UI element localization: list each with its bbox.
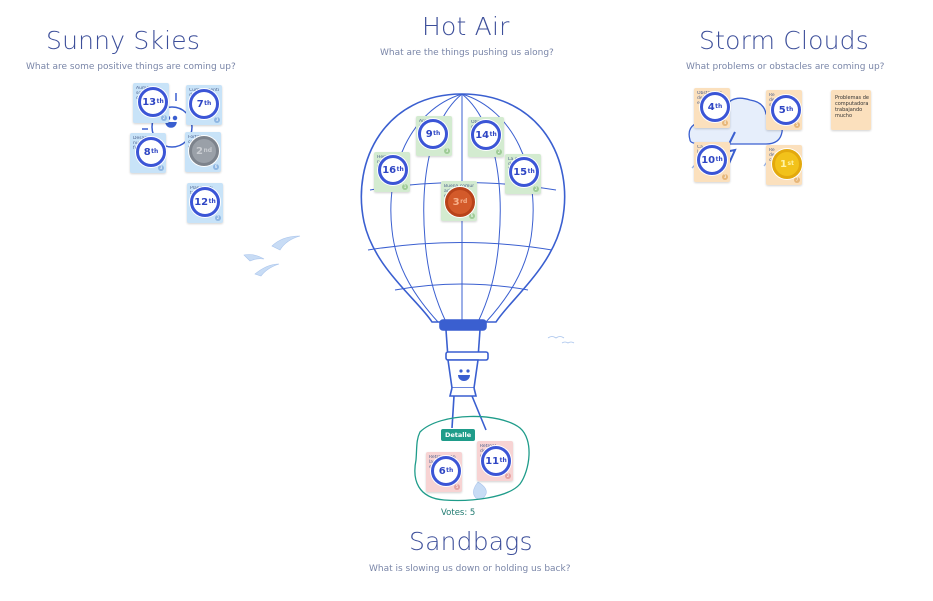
vote-count: 6 — [213, 164, 219, 170]
rank-suffix: th — [715, 155, 723, 163]
birds-icon-small — [547, 336, 575, 344]
rank-number: 16 — [382, 164, 397, 176]
rank-number: 8 — [143, 146, 151, 158]
rank-number: 13 — [142, 96, 157, 108]
rank-suffix: th — [489, 130, 497, 138]
rank-suffix: th — [527, 167, 535, 175]
hot-air-title: Hot Air — [422, 12, 510, 41]
vote-count: 2 — [161, 115, 167, 121]
rank-number: 2 — [195, 145, 203, 157]
sticky-note-unvoted[interactable]: Problemas de computadora trabajando much… — [831, 90, 871, 130]
vote-count: 3 — [444, 148, 450, 154]
vote-count: 5 — [794, 122, 800, 128]
group-votes-label: Votes: 5 — [441, 508, 476, 518]
storm-clouds-subtitle: What problems or obstacles are coming up… — [686, 62, 885, 72]
rank-suffix: rd — [460, 197, 468, 205]
rank-suffix: th — [499, 456, 507, 464]
rank-suffix: th — [156, 97, 164, 105]
vote-count: 1 — [402, 184, 408, 190]
rank-number: 15 — [513, 166, 528, 178]
sandbags-group-outline — [414, 415, 530, 502]
storm-clouds-title: Storm Clouds — [699, 26, 869, 55]
rank-number: 4 — [707, 101, 715, 113]
rank-number: 11 — [485, 455, 500, 467]
sandbag-icon — [473, 481, 487, 500]
vote-count: 5 — [454, 484, 460, 490]
vote-count: 4 — [722, 120, 728, 126]
sandbags-title: Sandbags — [409, 527, 533, 556]
sunny-skies-title: Sunny Skies — [46, 26, 201, 55]
rank-suffix: st — [787, 159, 794, 167]
vote-count: 7 — [794, 177, 800, 183]
vote-count: 6 — [469, 213, 475, 219]
rank-number: 5 — [778, 104, 786, 116]
rank-suffix: th — [715, 102, 723, 110]
group-detail-button[interactable]: Detalle — [441, 429, 476, 441]
rank-suffix: th — [204, 99, 212, 107]
birds-icon — [243, 235, 301, 277]
rank-suffix: th — [446, 466, 454, 474]
rank-number: 1 — [780, 158, 787, 170]
rank-suffix: th — [151, 147, 159, 155]
vote-count: 3 — [158, 165, 164, 171]
vote-count: 2 — [533, 186, 539, 192]
rank-suffix: th — [433, 129, 441, 137]
sunny-skies-subtitle: What are some positive things are coming… — [26, 62, 236, 72]
rank-suffix: th — [208, 197, 216, 205]
vote-count: 2 — [496, 149, 502, 155]
rank-number: 7 — [196, 98, 204, 110]
smiley-face-icon — [458, 369, 470, 381]
rank-suffix: nd — [203, 146, 213, 154]
vote-count: 3 — [722, 174, 728, 180]
rank-number: 10 — [701, 154, 716, 166]
hot-air-subtitle: What are the things pushing us along? — [380, 48, 554, 58]
rank-number: 9 — [425, 128, 433, 140]
rank-number: 12 — [194, 196, 209, 208]
rank-suffix: th — [396, 165, 404, 173]
vote-count: 3 — [214, 117, 220, 123]
note-text: Problemas de computadora trabajando much… — [835, 95, 869, 119]
rank-number: 14 — [475, 129, 490, 141]
rank-number: 6 — [438, 465, 446, 477]
rank-suffix: th — [786, 105, 794, 113]
vote-count: 2 — [505, 473, 511, 479]
sandbags-subtitle: What is slowing us down or holding us ba… — [369, 564, 571, 574]
vote-count: 2 — [215, 215, 221, 221]
rank-number: 3 — [452, 196, 460, 208]
